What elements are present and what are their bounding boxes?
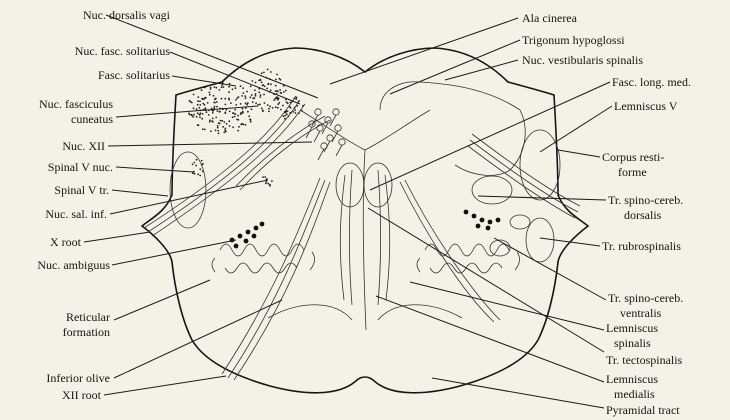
label-tr-spino-cereb-ventralis: Tr. spino-cereb. (608, 291, 683, 305)
label-nuc-ambiguus: Nuc. ambiguus (37, 258, 110, 272)
label-nuc-fasciculus: Nuc. fasciculus (39, 97, 113, 111)
label-x-root: X root (50, 235, 82, 249)
label-inferior-olive: Inferior olive (46, 371, 110, 385)
label-xii-root: XII root (62, 388, 102, 402)
spinal-v-nuc-right (472, 176, 512, 204)
spino-cereb-dorsalis-right (526, 218, 554, 262)
label-nuc-sal-inf: Nuc. sal. inf. (45, 207, 107, 221)
nuc-ambiguus-dots-right (464, 210, 501, 231)
label-spinal-v-nuc: Spinal V nuc. (48, 160, 113, 174)
label-forme: forme (618, 165, 647, 179)
label-dorsalis: dorsalis (624, 208, 662, 222)
rubrospinal-right-1 (490, 240, 510, 256)
label-pyramidal-tract: Pyramidal tract (606, 403, 680, 417)
label-tr-tectospinalis: Tr. tectospinalis (606, 353, 683, 367)
label-ala-cinerea: Ala cinerea (522, 11, 578, 25)
fasc-solitarius-lines (236, 116, 330, 190)
rubrospinal-right-2 (510, 215, 530, 229)
label-reticular: Reticular (66, 310, 110, 324)
label-nuc-vestibularis-spinalis: Nuc. vestibularis spinalis (522, 53, 643, 67)
label-spinal-v-tr: Spinal V tr. (54, 183, 109, 197)
spinal-v-nuc-dots (192, 159, 204, 177)
pyramid-left (268, 305, 352, 320)
label-nuc-xii: Nuc. XII (62, 139, 105, 153)
vestibular-area-right (380, 82, 525, 176)
label-medialis: medialis (614, 387, 655, 401)
label-formation: formation (63, 325, 110, 339)
lemniscus-medialis-right (378, 170, 390, 305)
label-cuneatus: cuneatus (71, 112, 113, 126)
floor-of-fourth-ventricle (300, 110, 430, 150)
label-corpus-restiforme: Corpus resti- (602, 150, 664, 164)
label-ventralis: ventralis (620, 306, 662, 320)
label-spinalis: spinalis (614, 336, 651, 350)
spinal-v-tract-left (144, 96, 305, 236)
nuc-ambiguus-dots-left (230, 222, 265, 249)
label-lemniscus-medialis: Lemniscus (606, 372, 658, 386)
label-nuc-dorsalis-vagi: Nuc. dorsalis vagi (83, 8, 171, 22)
label-lemniscus-spinalis: Lemniscus (606, 321, 658, 335)
label-trigonum-hypoglossi: Trigonum hypoglossi (522, 33, 625, 47)
label-tr-spino-cereb-dorsalis: Tr. spino-cereb. (608, 193, 683, 207)
label-nuc-fasc-solitarius: Nuc. fasc. solitarius (75, 44, 171, 58)
section-outline (142, 48, 588, 393)
label-tr-rubrospinalis: Tr. rubrospinalis (602, 239, 681, 253)
spinal-v-nuc-left (170, 152, 206, 228)
nuc-xii-cells (306, 109, 345, 160)
hypoglossal-area-right (364, 163, 392, 207)
lemniscus-medialis-left (340, 170, 352, 305)
leader-lines-right (330, 18, 612, 408)
label-fasc-long-med: Fasc. long. med. (612, 75, 691, 89)
tract-bundle-left (222, 178, 330, 380)
inferior-olive-left (212, 244, 315, 273)
label-lemniscus-v: Lemniscus V (614, 99, 678, 113)
label-fasc-solitarius: Fasc. solitarius (98, 68, 170, 82)
